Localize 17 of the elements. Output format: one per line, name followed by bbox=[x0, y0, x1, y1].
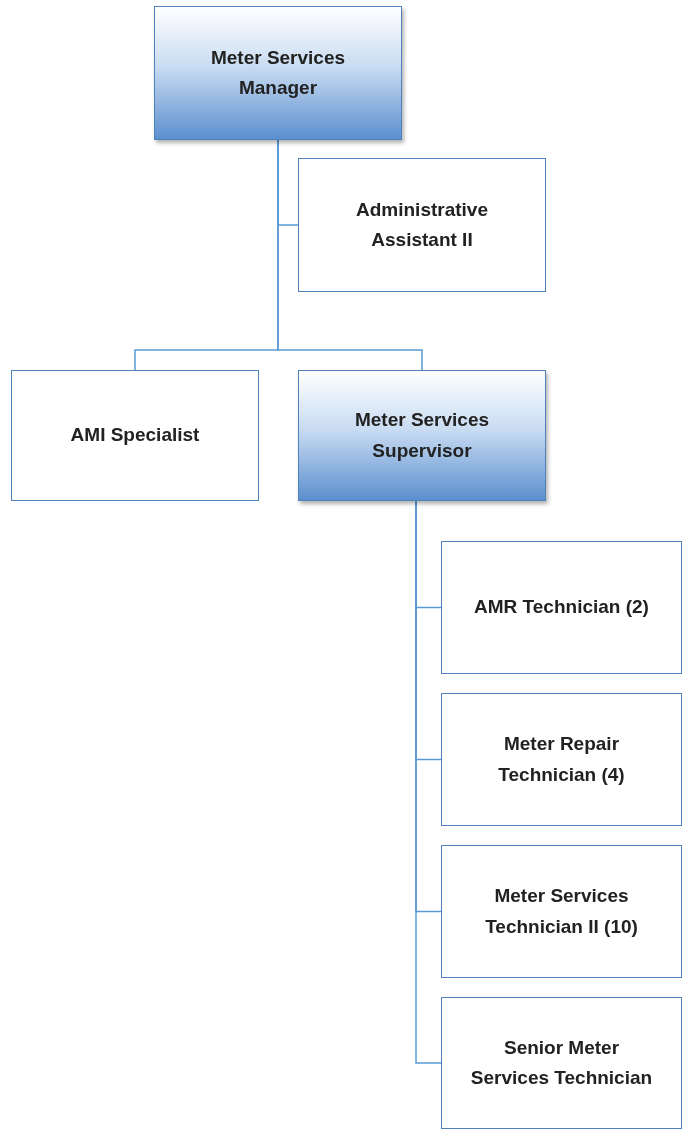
position-title: Meter Services Technician II (10) bbox=[484, 884, 639, 939]
position-title: Administrative Assistant II bbox=[355, 197, 489, 252]
position-title: Senior Meter Services Technician bbox=[469, 1035, 654, 1090]
position-title: Meter Repair Technician (4) bbox=[497, 732, 626, 787]
position-title: AMR Technician (2) bbox=[474, 595, 649, 620]
position-box bbox=[441, 845, 682, 978]
position-box bbox=[11, 370, 259, 501]
position-box bbox=[441, 693, 682, 826]
highlighted-position-box bbox=[298, 370, 546, 501]
connector-line bbox=[277, 139, 423, 371]
position-title: Meter Services Supervisor bbox=[353, 408, 491, 463]
position-box bbox=[441, 541, 682, 674]
highlighted-position-box bbox=[154, 6, 402, 140]
position-box bbox=[298, 158, 546, 292]
position-box bbox=[441, 997, 682, 1129]
position-title: Meter Services Manager bbox=[209, 45, 347, 100]
position-title: AMI Specialist bbox=[70, 423, 200, 448]
